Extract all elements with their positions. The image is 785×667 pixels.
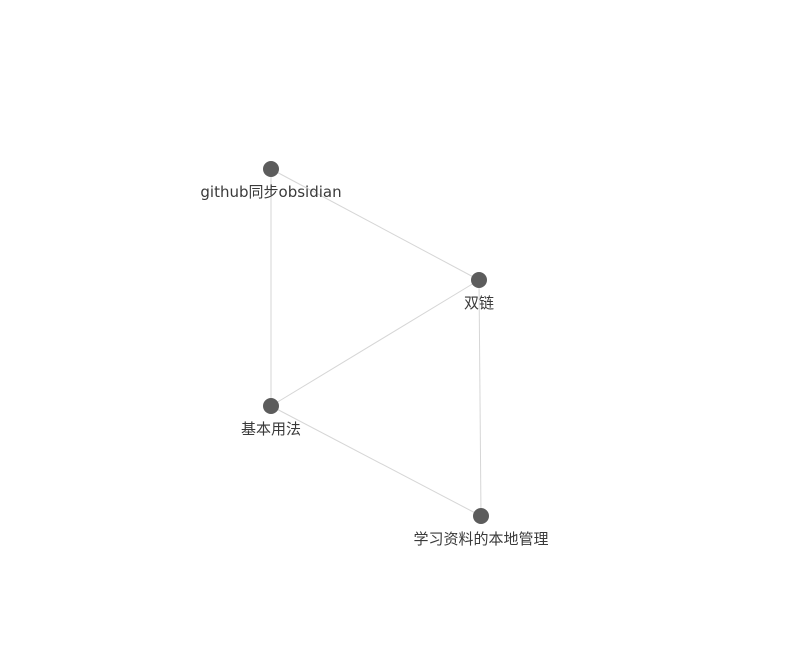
- graph-node-label-jiben[interactable]: 基本用法: [241, 420, 301, 438]
- graph-edge-shuanglian-xuexi: [478, 279, 482, 517]
- graph-node-shuanglian[interactable]: [471, 272, 487, 288]
- edges-layer: [270, 168, 482, 517]
- nodes-layer: [263, 161, 489, 524]
- graph-edge-jiben-xuexi: [270, 405, 482, 517]
- graph-edge-shuanglian-jiben: [270, 279, 480, 407]
- graph-node-xuexi[interactable]: [473, 508, 489, 524]
- graph-node-label-github[interactable]: github同步obsidian: [200, 183, 341, 201]
- graph-node-github[interactable]: [263, 161, 279, 177]
- graph-node-label-shuanglian[interactable]: 双链: [464, 294, 494, 312]
- graph-edge-github-shuanglian: [270, 168, 480, 281]
- graph-node-label-xuexi[interactable]: 学习资料的本地管理: [413, 530, 548, 548]
- graph-node-jiben[interactable]: [263, 398, 279, 414]
